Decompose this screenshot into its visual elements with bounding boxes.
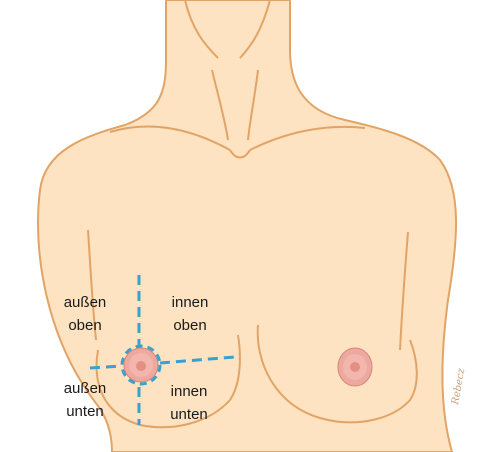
label-inner-upper: innen: [172, 294, 209, 311]
label-inner-lower-2: unten: [170, 406, 208, 423]
label-outer-upper-2: oben: [68, 317, 101, 334]
label-outer-lower-2: unten: [66, 403, 104, 420]
artist-signature: Rebecz: [450, 367, 467, 407]
label-inner-lower: innen: [171, 383, 208, 400]
left-nipple: [136, 361, 146, 371]
label-outer-lower: außen: [64, 380, 107, 397]
label-inner-upper-2: oben: [173, 317, 206, 334]
right-nipple: [350, 362, 360, 372]
label-outer-upper: außen: [64, 294, 107, 311]
